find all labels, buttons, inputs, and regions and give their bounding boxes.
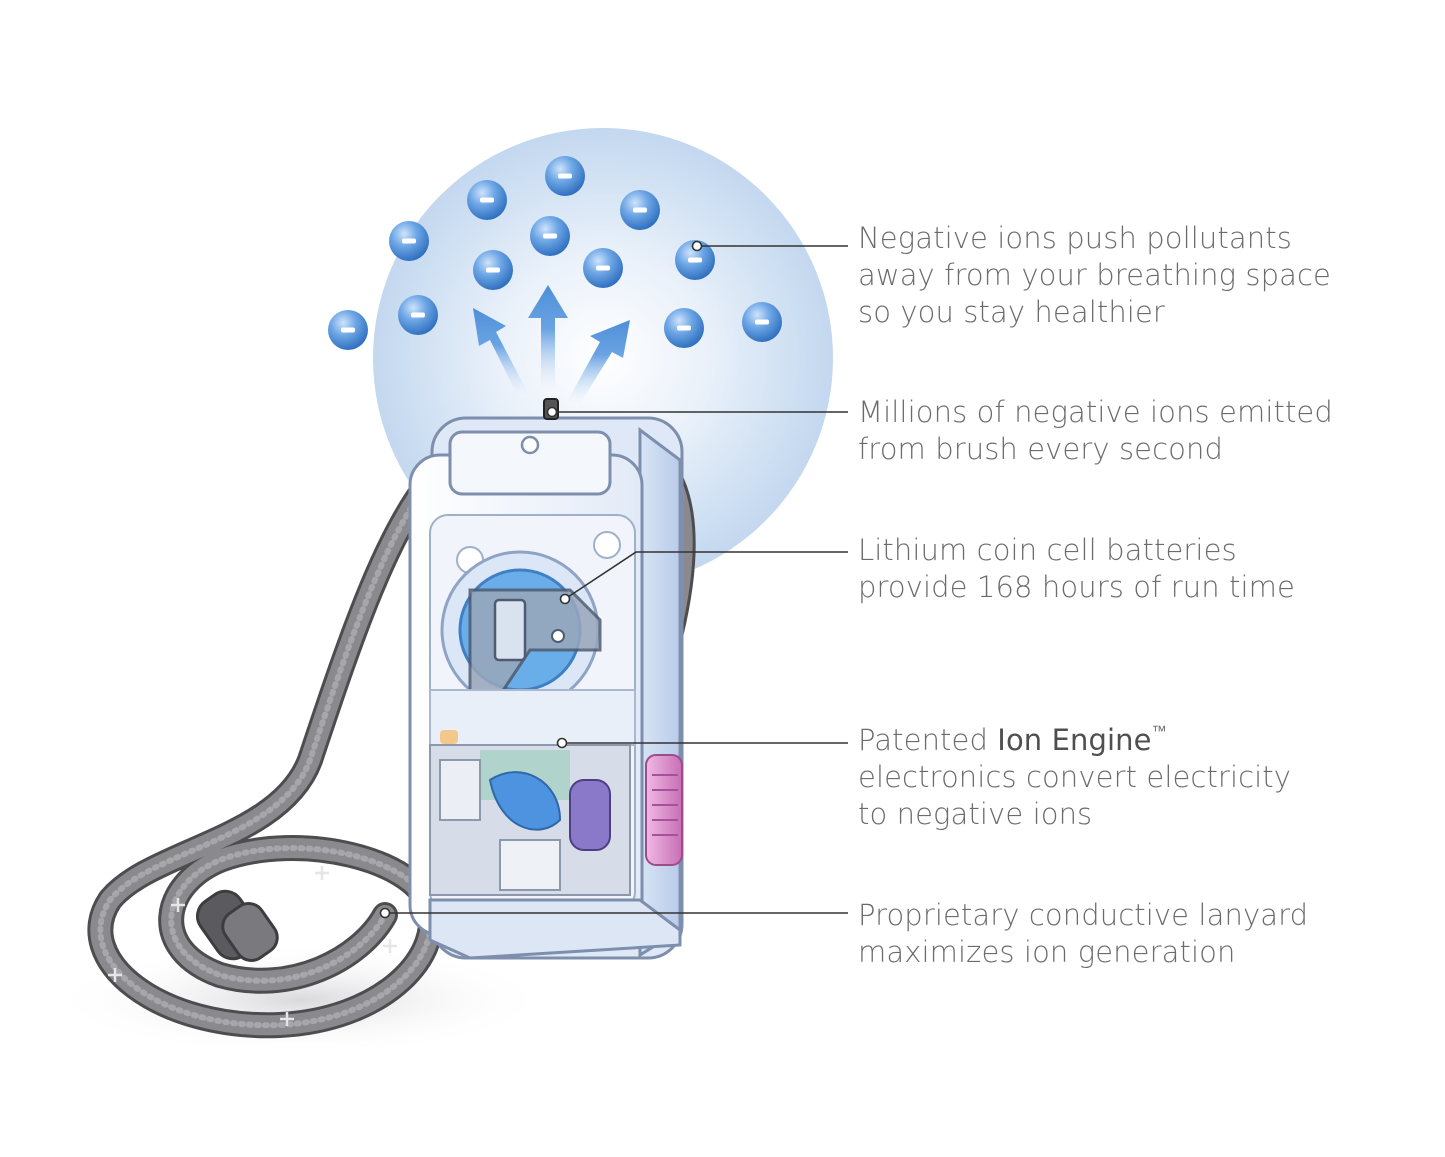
plus-sign-icon [171, 898, 185, 912]
ion-icon [583, 248, 623, 288]
ion-arrows [473, 285, 630, 407]
callout-engine-line-1: Patented Ion Engine™ [858, 722, 1291, 759]
ion-icon [473, 250, 513, 290]
callout-engine-prefix: Patented [858, 723, 998, 757]
callout-brush-line-2: from brush every second [858, 432, 1223, 466]
ionizer-device [408, 398, 684, 960]
negative-ions [328, 156, 782, 350]
plus-sign-icon [315, 866, 329, 880]
callout-brush-line-1: Millions of negative ions emitted [858, 395, 1333, 429]
leader-dot-battery [559, 593, 571, 605]
callout-lanyard-line-1: Proprietary conductive lanyard [858, 898, 1309, 932]
ion-engine [569, 779, 611, 851]
device-cap [448, 430, 612, 496]
trademark-symbol: ™ [1151, 722, 1167, 740]
callout-engine-line-2: electronics convert electricity [858, 760, 1292, 794]
leader-dot-brush [546, 406, 558, 418]
callout-ions-line-3: so you stay healthier [858, 295, 1165, 329]
callout-battery: Lithium coin cell batteries provide 168 … [858, 532, 1295, 606]
plus-sign-icon [108, 968, 122, 982]
callout-ions-line-2: away from your breathing space [858, 258, 1331, 292]
leader-dot-lanyard [379, 907, 391, 919]
leader-lines [379, 240, 848, 919]
plus-sign-icon [280, 1012, 294, 1026]
ion-icon [398, 295, 438, 335]
callout-battery-line-2: provide 168 hours of run time [858, 570, 1295, 604]
leader-dot-engine [556, 737, 568, 749]
callout-lanyard: Proprietary conductive lanyard maximizes… [858, 897, 1308, 971]
ion-icon [675, 240, 715, 280]
ion-icon [467, 180, 507, 220]
ion-icon [328, 310, 368, 350]
callout-engine: Patented Ion Engine™ electronics convert… [858, 722, 1291, 833]
callout-lanyard-line-2: maximizes ion generation [858, 935, 1236, 969]
ion-icon [545, 156, 585, 196]
pink-grip [645, 754, 683, 866]
callout-engine-line-3: to negative ions [858, 797, 1093, 831]
ion-engine-brand: Ion Engine [997, 723, 1152, 757]
ion-icon [664, 308, 704, 348]
ion-icon [620, 190, 660, 230]
up-right-arrow-icon [568, 320, 630, 407]
up-left-arrow-icon [473, 308, 528, 400]
plus-sign-icon [383, 939, 397, 953]
ion-icon [742, 302, 782, 342]
up-arrow-icon [528, 285, 568, 395]
callout-ions: Negative ions push pollutants away from … [858, 220, 1331, 331]
ion-icon [389, 221, 429, 261]
callout-brush: Millions of negative ions emitted from b… [858, 394, 1333, 468]
lanyard-charges [108, 866, 397, 1026]
leader-dot-ions [691, 240, 703, 252]
callout-battery-line-1: Lithium coin cell batteries [858, 533, 1237, 567]
ion-icon [530, 216, 570, 256]
callout-ions-line-1: Negative ions push pollutants [858, 221, 1292, 255]
